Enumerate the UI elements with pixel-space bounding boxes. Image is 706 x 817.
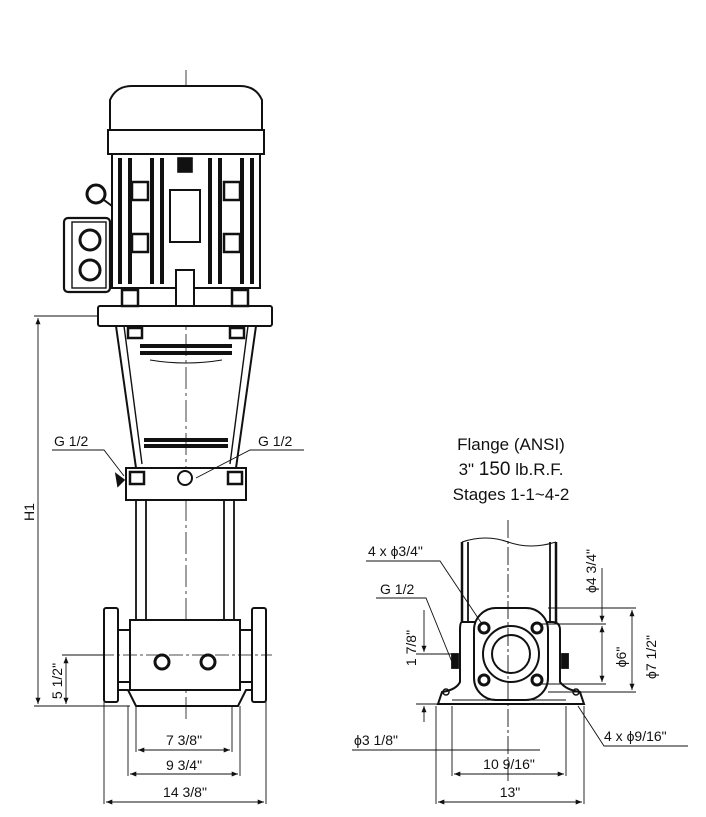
flange-outer-ring [482,625,540,683]
flange-face [473,607,549,701]
label-14-3-8: 14 3/8" [163,784,207,800]
label-g-left: G 1/2 [54,433,88,449]
flange-labels: 4 x ϕ3/4" G 1/2 ϕ4 3/4" ϕ6" ϕ7 1/2" 1 7/… [354,543,667,800]
flange-title: Flange (ANSI) 3" 150 lb.R.F. Stages 1-1~… [453,435,570,504]
motor [62,85,265,307]
label-9-3-4: 9 3/4" [166,757,202,773]
label-h1: H1 [21,503,37,521]
flange-dimensions [352,520,688,805]
fan-cover [109,85,263,131]
lifting-eye [85,183,107,205]
leader-g-left [52,449,125,477]
leader-holes-large [577,705,688,747]
label-5-1-2: 5 1/2" [49,663,65,699]
elevation-labels: G 1/2 G 1/2 H1 5 1/2" 7 3/8" 9 3/4" 14 3… [21,433,292,800]
label-holes-small: 4 x ϕ3/4" [368,543,423,559]
label-phi-4-3-4: ϕ4 3/4" [583,549,599,593]
label-g-mid: G 1/2 [258,433,292,449]
label-holes-large: 4 x ϕ9/16" [604,728,667,744]
nameplate [169,189,201,243]
label-g-flange: G 1/2 [380,581,414,597]
label-7-3-8: 7 3/8" [166,732,202,748]
flange-standard: Flange (ANSI) [457,435,565,454]
label-phi-3-1-8: ϕ3 1/8" [354,732,398,748]
flange-stages: Stages 1-1~4-2 [453,485,570,504]
break-line [461,537,557,547]
label-10-9-16: 10 9/16" [483,756,535,772]
pump-column [135,500,235,620]
label-1-7-8: 1 7/8" [403,630,419,666]
vent-plug [177,470,193,486]
pump-base [100,607,272,707]
lifting-lug-left [130,180,150,202]
label-phi-7-1-2: ϕ7 1/2" [643,635,659,679]
flange-view [436,537,586,705]
cooling-fins [118,158,254,284]
elevation-dimensions [34,315,304,805]
pump-elevation-view [62,70,273,720]
label-13: 13" [500,784,521,800]
flange-rating: 3" 150 lb.R.F. [459,459,564,480]
leader-g-mid [195,449,304,479]
motor-band [107,129,265,155]
leader-g-flange [376,597,453,663]
leader-holes-small [366,560,483,625]
cable-gland-lower [78,258,102,282]
motor-bracket [115,325,257,469]
motor-flange-plate [97,305,273,327]
flange-bore [491,634,531,674]
cable-gland-upper [78,228,102,252]
label-phi-6: ϕ6" [613,647,629,668]
